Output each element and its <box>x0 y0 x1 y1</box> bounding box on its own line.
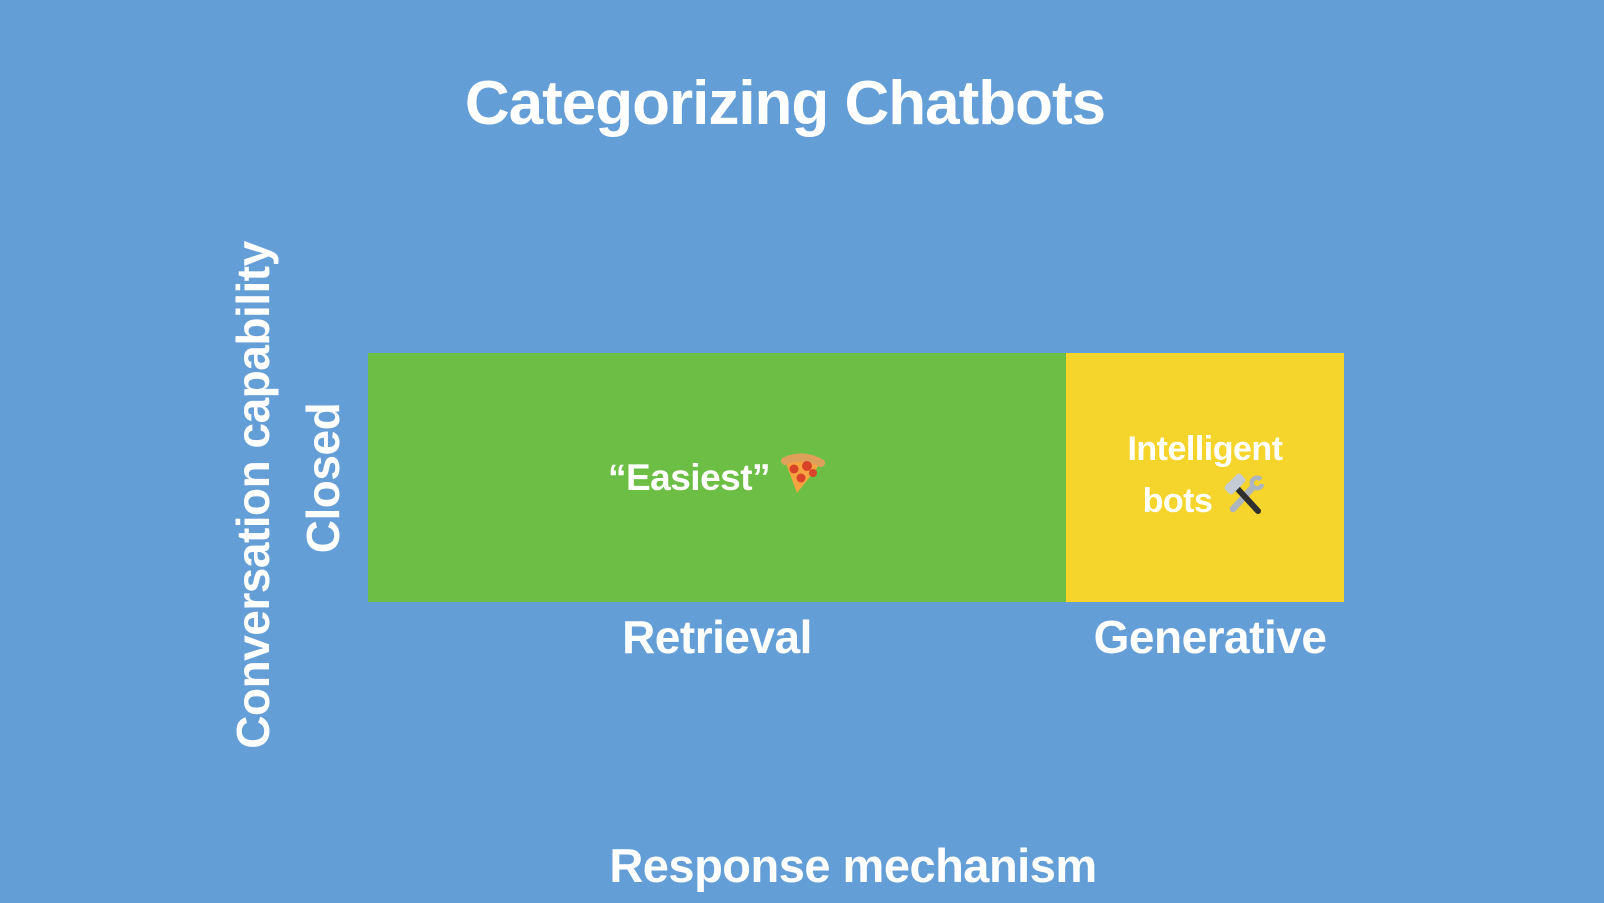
x-axis-tick-generative: Generative <box>1093 611 1327 663</box>
y-axis-tick-closed: Closed <box>297 402 349 554</box>
y-axis-label: Conversation capability <box>227 241 279 749</box>
cell-generative-closed: Intelligent bots <box>1066 353 1344 602</box>
hammer-wrench-icon <box>1221 472 1269 530</box>
cell-retrieval-label: “Easiest” <box>607 456 771 498</box>
cell-generative-label-line2: bots <box>1142 481 1213 520</box>
pizza-icon <box>780 450 826 505</box>
x-axis-tick-retrieval: Retrieval <box>622 611 812 663</box>
cell-retrieval-closed: “Easiest” <box>368 353 1066 602</box>
x-axis-label: Response mechanism <box>609 839 1097 892</box>
page-title: Categorizing Chatbots <box>464 69 1106 138</box>
cell-generative-label-line1: Intelligent <box>1127 429 1283 468</box>
